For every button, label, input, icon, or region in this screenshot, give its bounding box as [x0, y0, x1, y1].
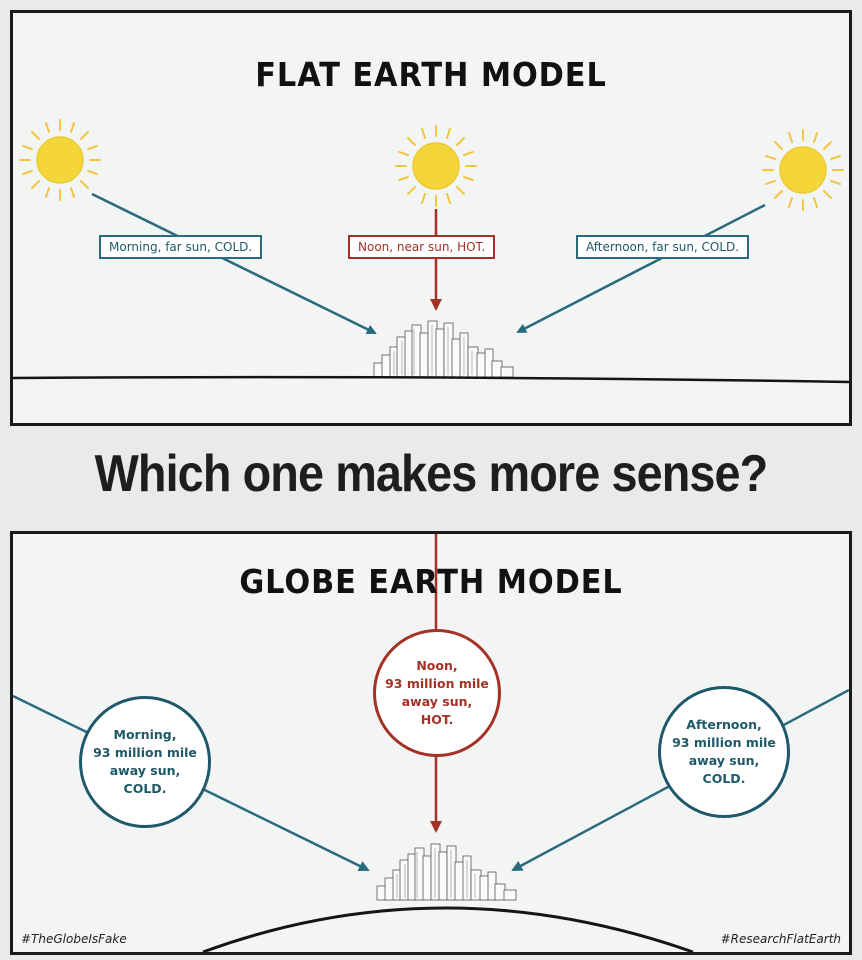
- label-morning: Morning, far sun, COLD.: [99, 235, 263, 259]
- flat-ground-line: [13, 375, 849, 384]
- label-afternoon: Afternoon, far sun, COLD.: [576, 235, 750, 259]
- globe-model-title: GLOBE EARTH MODEL: [239, 562, 623, 601]
- city-skyline-icon: [376, 843, 517, 901]
- flat-earth-panel: FLAT EARTH MODEL Morning, far sun, COLD.…: [10, 10, 852, 426]
- label-noon: Noon, near sun, HOT.: [348, 235, 496, 259]
- sun-icon-left: [19, 119, 101, 201]
- circle-afternoon: Afternoon, 93 million mile away sun, COL…: [658, 686, 790, 818]
- circle-morning: Morning, 93 million mile away sun, COLD.: [79, 696, 211, 828]
- arrow-afternoon: [516, 203, 766, 334]
- flat-earth-diagram: [13, 119, 849, 384]
- sun-icon-right: [762, 129, 844, 211]
- question-heading: Which one makes more sense?: [94, 445, 769, 503]
- flat-model-title: FLAT EARTH MODEL: [255, 55, 607, 94]
- hashtag-left: #TheGlobeIsFake: [21, 932, 127, 946]
- hashtag-right: #ResearchFlatEarth: [720, 932, 841, 946]
- globe-earth-panel: GLOBE EARTH MODEL Morning, 93 million mi…: [10, 531, 852, 955]
- sun-icon-center: [395, 125, 477, 207]
- arrow-morning: [91, 192, 377, 335]
- city-skyline-icon: [373, 320, 514, 378]
- circle-noon: Noon, 93 million mile away sun, HOT.: [373, 629, 501, 757]
- globe-curve: [202, 906, 694, 952]
